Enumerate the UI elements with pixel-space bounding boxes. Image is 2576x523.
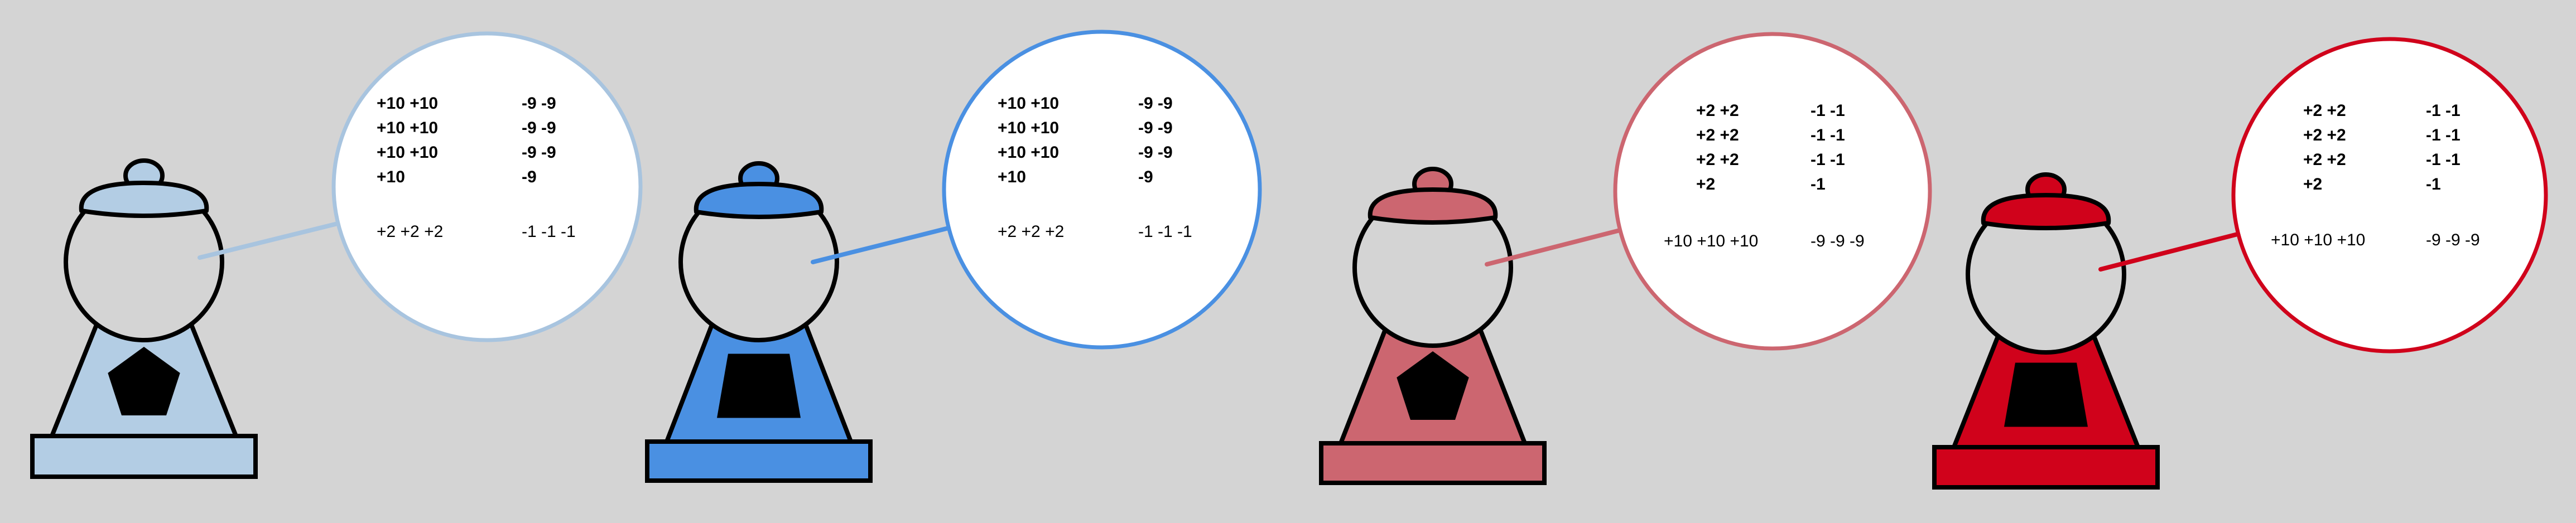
callout-bubble	[331, 31, 643, 342]
machine-pink: +2 +2 -1 -1 +2 +2 -1 -1 +2 +2 -1 -1 +2 -1 +10 +1…	[1319, 32, 1932, 485]
machine-cap	[1981, 193, 2111, 230]
loss-values: -1 -1	[2426, 151, 2461, 169]
loss-values: -9 -9	[522, 143, 556, 162]
gain-values: +10 +10	[377, 94, 438, 113]
loss-values: -1	[1811, 175, 1826, 193]
gain-values: +2 +2	[2303, 126, 2346, 144]
gain-values: +10	[377, 168, 405, 186]
machine-base	[30, 434, 258, 479]
trapezoid-icon	[717, 353, 801, 418]
loss-values: -9 -9	[522, 119, 556, 137]
machine-light-blue: +10 +10 -9 -9 +10 +10 -9 -9 +10 +10 -9 -9 +10 -…	[30, 31, 643, 479]
machine-cap	[79, 181, 209, 218]
trapezoid-icon	[2004, 362, 2088, 427]
callout-connector	[198, 221, 340, 260]
pentagon-icon	[108, 347, 180, 415]
callout-bubble	[1613, 32, 1932, 351]
gain-values: +10 +10	[377, 119, 438, 137]
footer-gain-values: +10 +10 +10	[1664, 232, 1758, 250]
loss-values: -9	[1138, 168, 1153, 186]
machine-red: +2 +2 -1 -1 +2 +2 -1 -1 +2 +2 -1 -1 +2 -1 +10 +1…	[1932, 37, 2548, 490]
gain-values: +10 +10	[377, 143, 438, 162]
gain-values: +2 +2	[2303, 101, 2346, 120]
gain-values: +10 +10	[998, 119, 1059, 137]
gain-values: +10 +10	[998, 94, 1059, 113]
loss-values: -1 -1	[2426, 126, 2461, 144]
loss-values: -9 -9	[522, 94, 556, 113]
footer-loss-values: -9 -9 -9	[2426, 231, 2480, 249]
footer-loss-values: -1 -1 -1	[522, 222, 576, 241]
gain-values: +2	[2303, 175, 2322, 193]
gain-values: +2 +2	[1696, 151, 1739, 169]
machine-blue: +10 +10 -9 -9 +10 +10 -9 -9 +10 +10 -9 -9 +10 -…	[645, 30, 1262, 483]
machine-cap	[1368, 187, 1498, 225]
callout-connector	[811, 225, 951, 264]
callout-connector	[2098, 231, 2241, 272]
gain-values: +2	[1696, 175, 1715, 193]
callout-connector	[1485, 227, 1622, 267]
callout-bubble	[2231, 37, 2548, 353]
pentagon-icon	[1397, 351, 1469, 420]
gain-values: +2 +2	[2303, 151, 2346, 169]
machine-cap	[694, 182, 824, 219]
loss-values: -1 -1	[2426, 101, 2461, 120]
machine-base	[645, 439, 873, 483]
machine-base	[1932, 445, 2160, 490]
gain-values: +10	[998, 168, 1026, 186]
footer-loss-values: -1 -1 -1	[1138, 222, 1192, 241]
loss-values: -9 -9	[1138, 143, 1173, 162]
loss-values: -1 -1	[1811, 126, 1845, 144]
gain-values: +2 +2	[1696, 126, 1739, 144]
footer-loss-values: -9 -9 -9	[1811, 232, 1865, 250]
callout-bubble	[942, 30, 1262, 350]
gain-values: +10 +10	[998, 143, 1059, 162]
loss-values: -1 -1	[1811, 151, 1845, 169]
loss-values: -1	[2426, 175, 2441, 193]
loss-values: -9 -9	[1138, 94, 1173, 113]
footer-gain-values: +2 +2 +2	[377, 222, 443, 241]
machine-base	[1319, 441, 1547, 485]
loss-values: -9 -9	[1138, 119, 1173, 137]
loss-values: -1 -1	[1811, 101, 1845, 120]
loss-values: -9	[522, 168, 537, 186]
footer-gain-values: +10 +10 +10	[2271, 231, 2365, 249]
gain-values: +2 +2	[1696, 101, 1739, 120]
footer-gain-values: +2 +2 +2	[998, 222, 1064, 241]
